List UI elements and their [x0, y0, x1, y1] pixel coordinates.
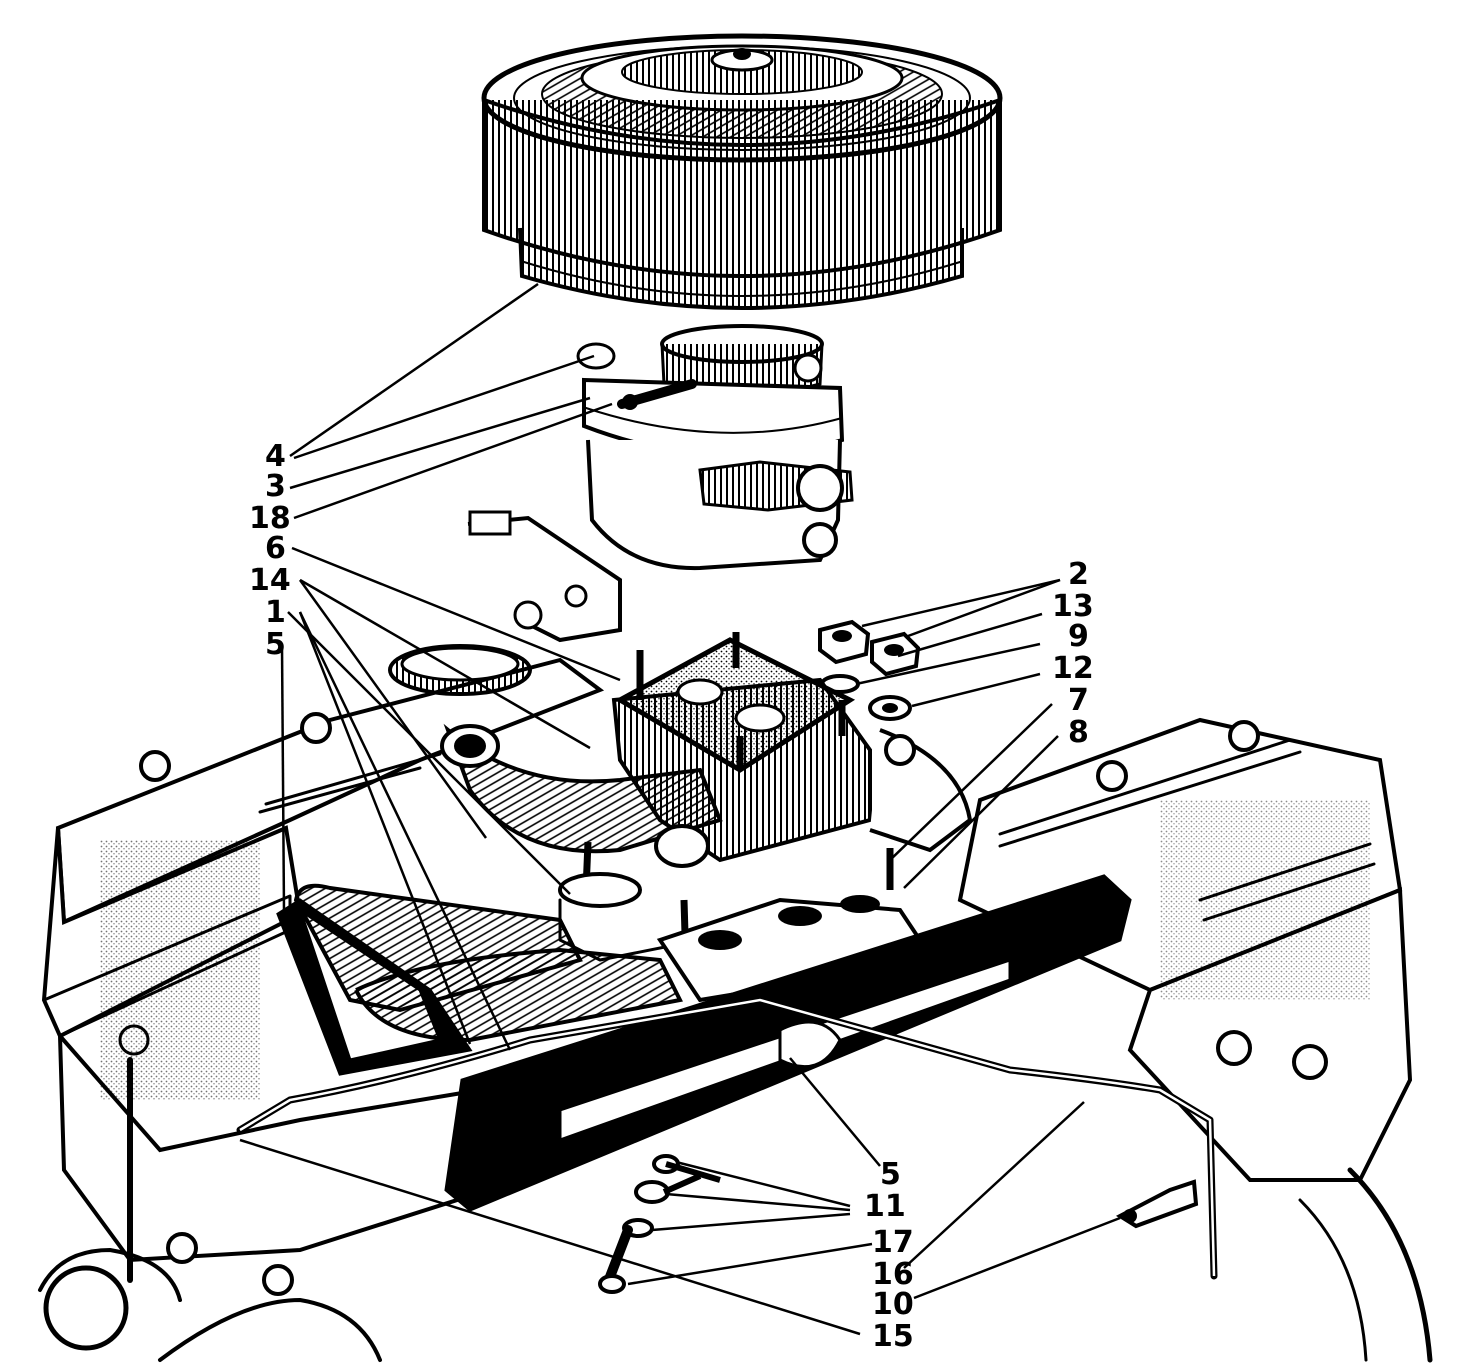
carburettor [467, 324, 854, 643]
callout-9: 9 [1068, 619, 1089, 654]
callout-14: 14 [249, 563, 291, 598]
leader-lines [239, 282, 1121, 1336]
callout-4: 4 [265, 439, 286, 474]
callout-17: 17 [872, 1225, 914, 1260]
callout-13: 13 [1052, 589, 1094, 624]
callout-2: 2 [1068, 557, 1089, 592]
fuel-pipe-and-clips [236, 996, 1218, 1294]
callout-6: 6 [265, 531, 286, 566]
callout-7: 7 [1068, 683, 1089, 718]
callout-16: 16 [872, 1257, 914, 1292]
callout-11: 11 [864, 1189, 906, 1224]
nuts-and-washers [818, 619, 921, 721]
exhaust-manifold [276, 874, 1132, 1212]
callout-3: 3 [265, 469, 286, 504]
inlet-manifold [388, 632, 973, 969]
callout-5-bottom: 5 [880, 1157, 901, 1192]
callout-15: 15 [872, 1319, 914, 1354]
callout-5-left: 5 [265, 627, 286, 662]
callout-18: 18 [249, 501, 291, 536]
callout-12: 12 [1052, 651, 1094, 686]
air-cleaner [481, 33, 1003, 310]
callout-10: 10 [872, 1287, 914, 1322]
callout-8: 8 [1068, 715, 1089, 750]
callout-1: 1 [265, 595, 286, 630]
